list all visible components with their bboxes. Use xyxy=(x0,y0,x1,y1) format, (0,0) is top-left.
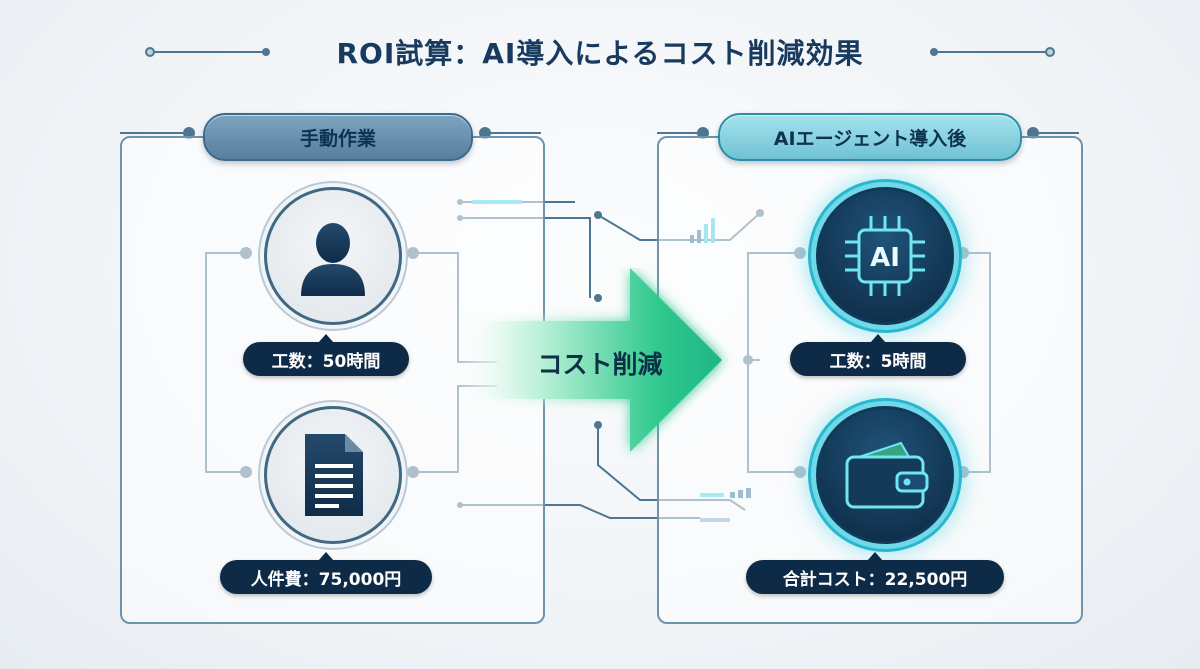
cost-reduction-arrow xyxy=(460,268,722,452)
page-title: ROI試算：AI導入によるコスト削減効果 xyxy=(336,37,864,70)
ai-hours-badge: 工数：5時間 xyxy=(790,334,966,376)
ai-total-cost-badge: 合計コスト：22,500円 xyxy=(746,552,1004,594)
manual-cost-badge: 人件費：75,000円 xyxy=(220,552,432,594)
manual-work-header: 手動作業 xyxy=(203,113,473,161)
manual-hours-badge: 工数：50時間 xyxy=(243,334,409,376)
person-circle xyxy=(264,187,402,325)
document-icon xyxy=(305,434,363,516)
ai-chip-icon: AI xyxy=(845,216,925,296)
document-circle xyxy=(264,406,402,544)
cost-reduction-label: コスト削減 xyxy=(537,350,663,379)
person-icon xyxy=(301,223,365,296)
ai-chip-circle: AI xyxy=(816,187,954,325)
wallet-circle xyxy=(816,406,954,544)
ai-chip-text: AI xyxy=(870,243,900,273)
ai-agent-header: AIエージェント導入後 xyxy=(718,113,1022,161)
wallet-icon xyxy=(845,441,929,509)
